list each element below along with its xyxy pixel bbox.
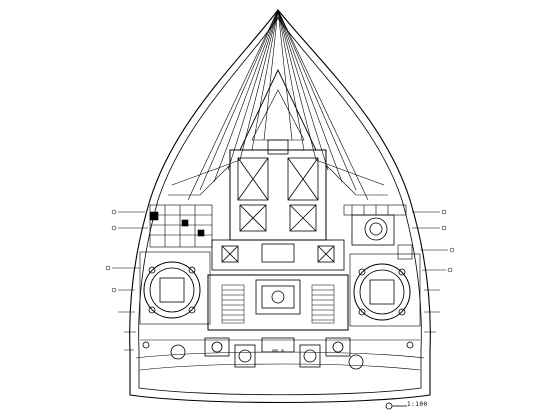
scale-bar-label: 1:100	[407, 401, 428, 408]
dimension-ticks-right	[412, 209, 455, 333]
lounge-band	[135, 337, 425, 371]
scale-bar-graphic	[385, 402, 407, 410]
left-round-room	[139, 251, 211, 325]
lift-lobby	[207, 239, 349, 331]
central-core	[229, 139, 327, 241]
center-room-tag: ⊙⊙ ⊙	[272, 348, 284, 354]
right-office-blocks	[343, 204, 413, 260]
stair-right	[311, 284, 335, 324]
left-office-blocks	[149, 204, 213, 248]
dimension-ticks-left	[105, 209, 148, 351]
center-seating	[255, 279, 301, 315]
roof-panels	[168, 9, 388, 201]
lounge-furniture	[142, 337, 414, 370]
outer-hull	[129, 9, 431, 404]
right-round-room	[349, 253, 421, 327]
upper-right-fixture	[351, 214, 395, 246]
stair-left	[221, 284, 245, 324]
